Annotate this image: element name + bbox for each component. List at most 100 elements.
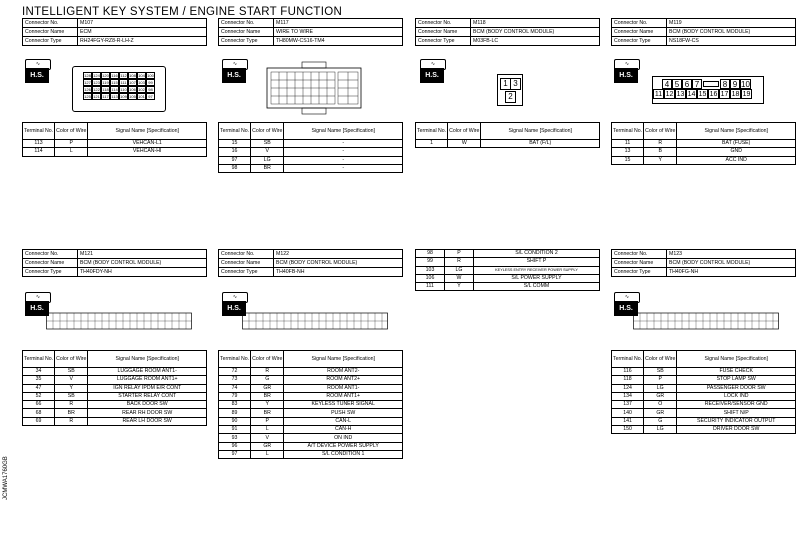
connector-pin: 114 — [110, 86, 119, 93]
hs-label: H.S. — [614, 68, 638, 83]
table-cell: 73 — [217, 375, 252, 385]
connector-type: RH24FGY-RZ8-R-LH-Z — [77, 36, 207, 46]
table-cell: 124 — [610, 383, 645, 393]
connector-pin: 98 — [146, 86, 155, 93]
table-cell: 113 — [21, 138, 56, 149]
table-cell: ACC IND — [676, 155, 796, 165]
table-cell: Connector No. — [415, 18, 471, 28]
connector-no: M119 — [666, 18, 796, 28]
table-cell: LOCK IND — [676, 391, 796, 402]
table-cell: 150 — [610, 425, 645, 435]
connector-type: TH40FG-NH — [666, 267, 796, 277]
connector-name: BCM (BODY CONTROL MODULE) — [470, 27, 600, 37]
connector-pin: 124 — [92, 72, 101, 79]
table-cell: Connector No. — [611, 249, 667, 259]
table-cell: 35 — [21, 375, 56, 385]
table-cell: IGN RELAY IPDM E/R CONT — [87, 383, 207, 393]
connector-pin: 17 — [719, 89, 730, 99]
table-cell: BR — [250, 391, 285, 402]
column-header: Color of Wire — [250, 122, 285, 140]
connector-pin: 123 — [92, 79, 101, 86]
table-cell: 137 — [610, 400, 645, 410]
table-cell: 66 — [21, 400, 56, 410]
table-cell: LUGGAGE ROOM ANT1+ — [87, 375, 207, 385]
connector-no: M122 — [273, 249, 403, 259]
table-cell: RECEIVER/SENSOR GND — [676, 400, 796, 410]
table-cell: Connector No. — [218, 249, 274, 259]
table-cell: V — [250, 147, 285, 157]
table-cell: - — [283, 147, 403, 157]
connector-pin: 12 — [664, 89, 675, 99]
table-cell: 68 — [21, 408, 56, 418]
table-cell: 34 — [21, 366, 56, 377]
connector-face-m119 — [652, 76, 764, 104]
column-header: Signal Name [Specification] — [283, 122, 403, 140]
connector-name: BCM (BODY CONTROL MODULE) — [666, 27, 796, 37]
connector-pin: 111 — [119, 79, 128, 86]
table-cell: 134 — [610, 391, 645, 402]
connector-pin: 97 — [146, 93, 155, 100]
hs-label: H.S. — [222, 68, 246, 83]
table-cell: LG — [444, 265, 474, 275]
table-cell: STARTER RELAY CONT — [87, 391, 207, 402]
table-cell: Connector No. — [611, 18, 667, 28]
connector-name: BCM (BODY CONTROL MODULE) — [77, 258, 207, 268]
table-cell: GR — [250, 441, 285, 451]
connector-pin: 13 — [675, 89, 686, 99]
table-cell: L — [250, 425, 285, 435]
table-cell: 99 — [415, 257, 445, 267]
connector-pin: 100 — [146, 72, 155, 79]
table-cell: Connector Type — [611, 267, 667, 277]
connector-pin: 117 — [101, 93, 110, 100]
table-cell: Connector Type — [218, 36, 274, 46]
table-cell: Y — [643, 155, 678, 165]
table-cell: 16 — [217, 147, 252, 157]
table-cell: REAR LH DOOR SW — [87, 416, 207, 427]
table-cell: 114 — [21, 147, 56, 157]
connector-type: TH40FB-NH — [273, 267, 403, 277]
table-cell: 69 — [21, 416, 56, 427]
connector-pin: 9 — [730, 79, 740, 89]
table-cell: SB — [54, 391, 89, 402]
table-cell: LG — [250, 155, 285, 165]
column-header: Terminal No. — [217, 350, 252, 368]
table-cell: BR — [250, 163, 285, 174]
table-cell: SHIFT N/P — [676, 408, 796, 418]
table-cell: SB — [250, 138, 285, 149]
table-cell: R — [250, 366, 285, 377]
hs-label: H.S. — [25, 68, 49, 83]
connector-name: ECM — [77, 27, 207, 37]
table-cell: REAR RH DOOR SW — [87, 408, 207, 418]
connector-pin: 101 — [137, 93, 146, 100]
connector-pin: 109 — [119, 93, 128, 100]
table-cell: 52 — [21, 391, 56, 402]
table-cell: P — [54, 138, 89, 149]
table-cell: - — [283, 138, 403, 149]
connector-pin: 16 — [708, 89, 719, 99]
connector-type: TH40FDY-NH — [77, 267, 207, 277]
